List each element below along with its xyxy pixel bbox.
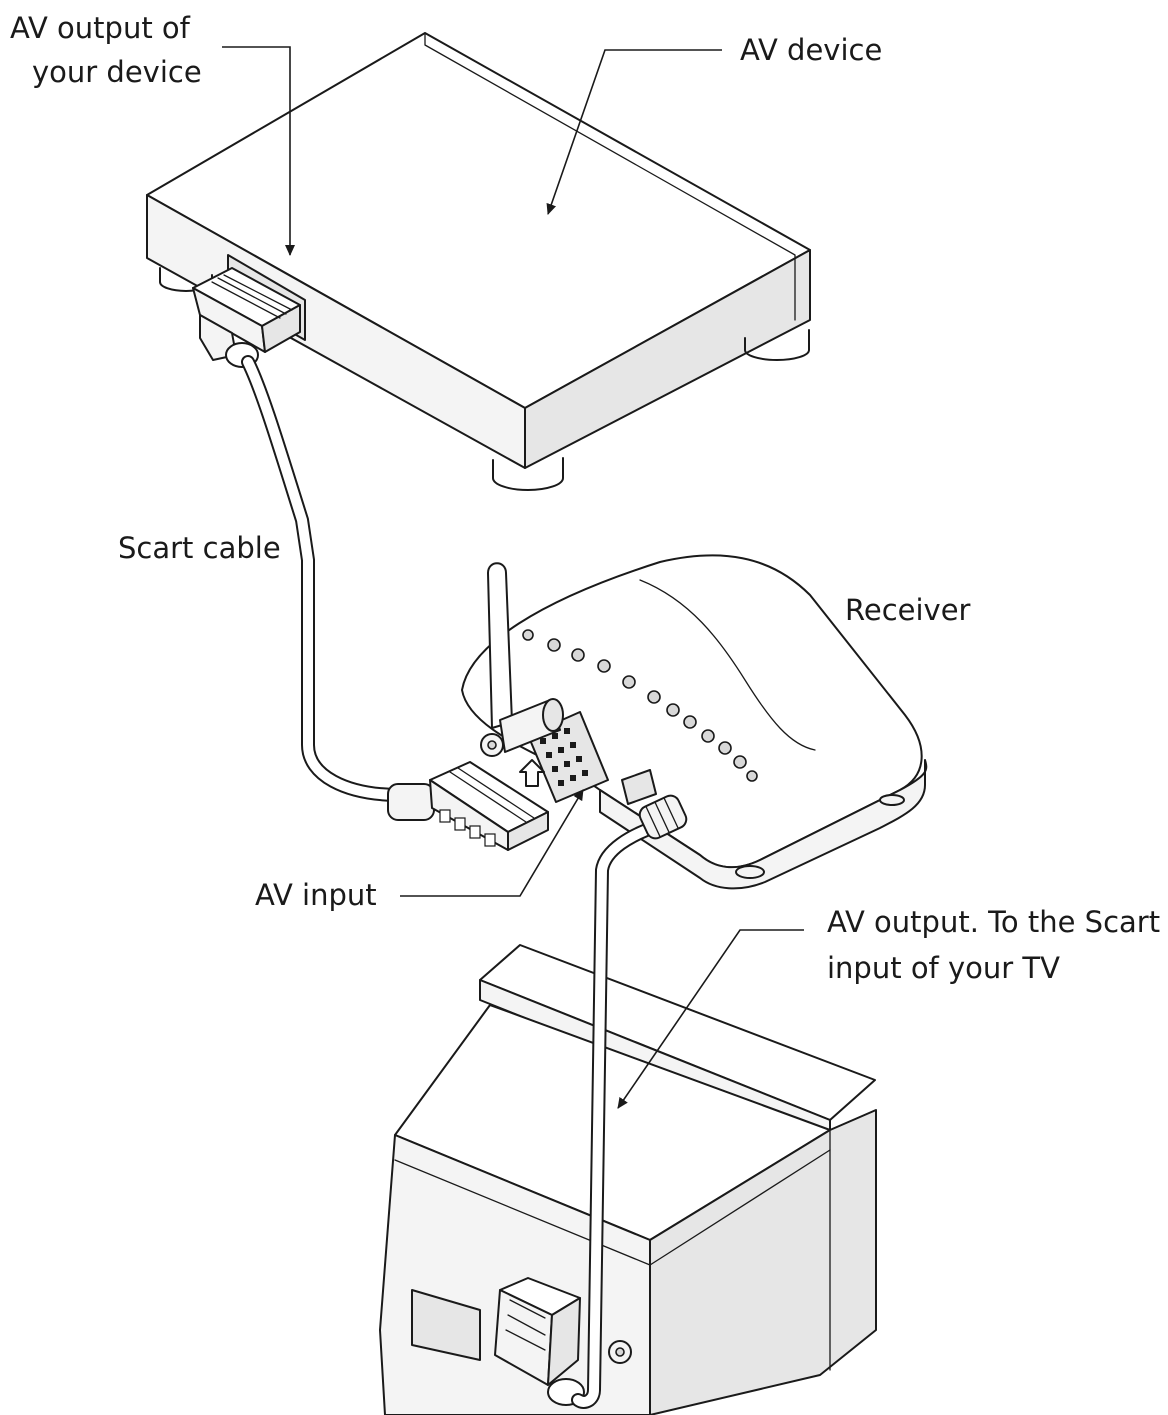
leader-lines [222, 46, 804, 1109]
label-av-output-tv-line2: input of your TV [827, 951, 1060, 985]
leader-av-device [546, 49, 722, 215]
device-foot [492, 457, 564, 491]
tv-port-recess [411, 1289, 481, 1361]
scart-cable [241, 355, 407, 802]
receiver-switch [621, 769, 657, 805]
label-receiver: Receiver [845, 593, 971, 627]
device-foot [744, 329, 810, 361]
insert-arrow-icon [519, 759, 545, 787]
receiver-led-row [522, 629, 758, 782]
labels: AV output of your device AV device Scart… [10, 11, 1160, 985]
label-av-input: AV input [255, 878, 377, 912]
label-av-output-device-line2: your device [32, 55, 202, 89]
tv-scart-plug [494, 1277, 585, 1406]
label-av-output-tv-line1: AV output. To the Scart [827, 905, 1160, 939]
leader-av-output-tv [617, 929, 804, 1109]
label-av-device: AV device [740, 33, 882, 67]
tv [379, 944, 877, 1415]
av-device [146, 32, 811, 491]
leader-av-input [400, 789, 584, 897]
leader-av-output-device [222, 46, 295, 256]
receiver-scart-plug [387, 761, 549, 851]
label-av-output-device-line1: AV output of [10, 11, 191, 45]
av-output-cable [571, 794, 688, 1409]
antenna [480, 562, 564, 757]
device-scart-plug [192, 267, 301, 368]
label-scart-cable: Scart cable [118, 531, 281, 565]
